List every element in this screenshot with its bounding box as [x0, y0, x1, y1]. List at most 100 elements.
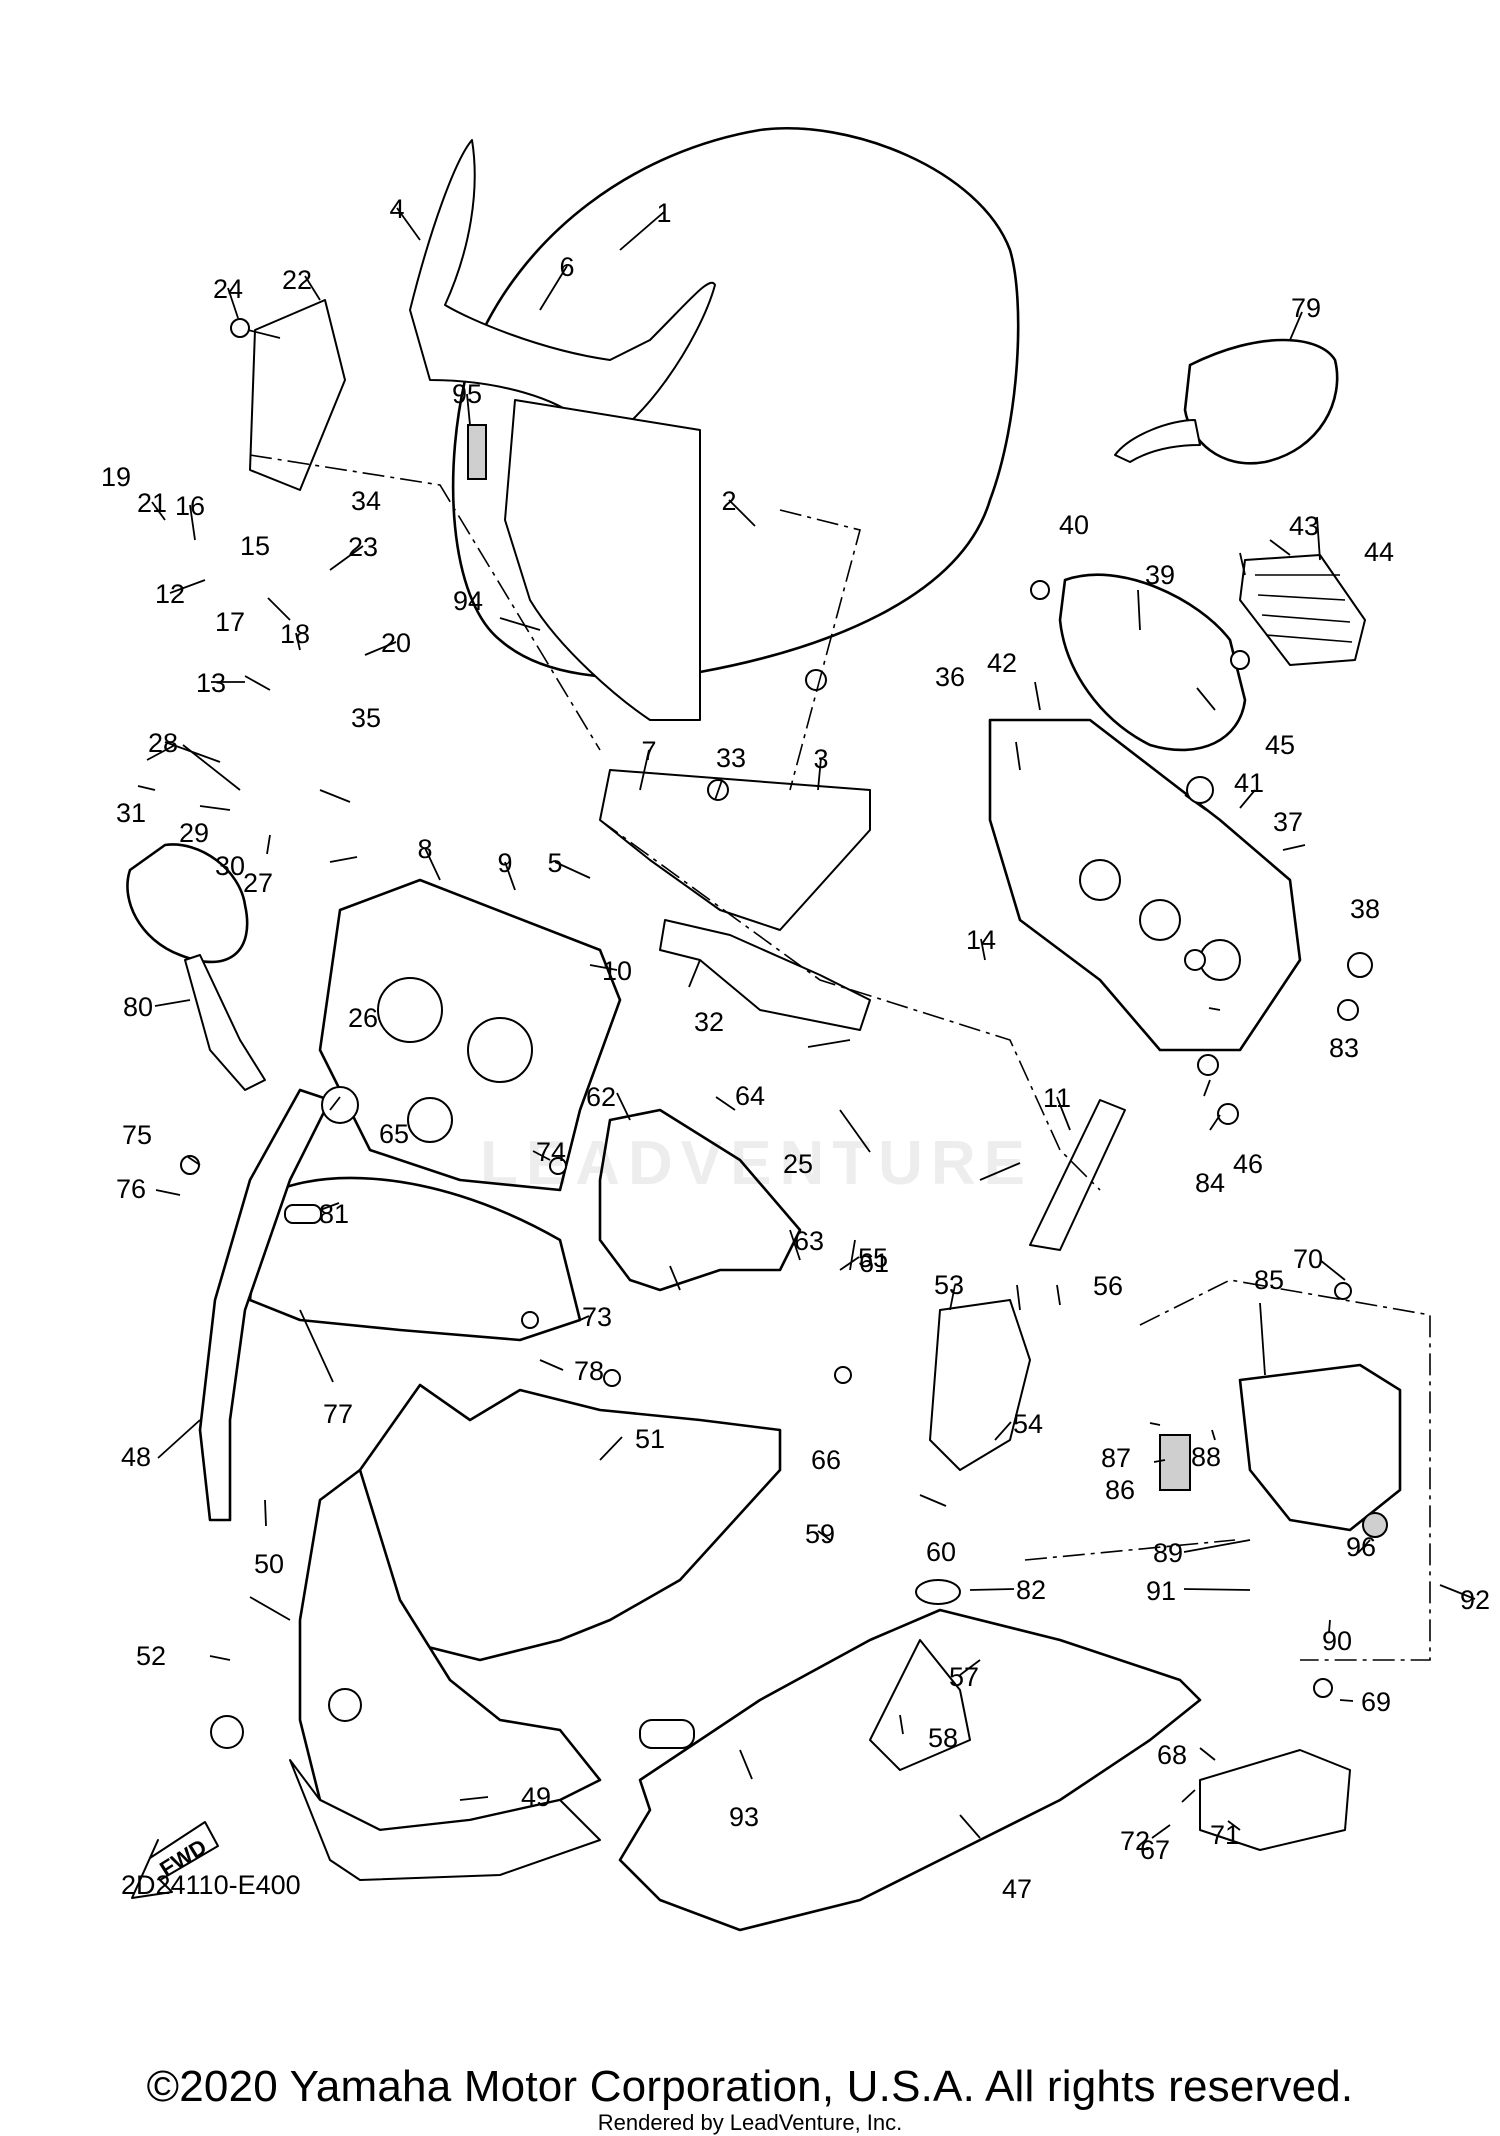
vent-43-part [1239, 554, 1366, 666]
right-mirror-part [1183, 338, 1339, 465]
side-panel-part [248, 1176, 582, 1342]
part-number-label: 34 [351, 486, 381, 516]
leader-lines [137, 207, 1476, 1839]
part-number-label: 7 [641, 736, 656, 766]
part-number-label: 64 [735, 1081, 765, 1111]
part-number-label: 27 [243, 868, 273, 898]
part-number-label: 65 [379, 1119, 409, 1149]
part-number-label: 62 [586, 1082, 616, 1112]
part-number-label: 57 [949, 1662, 979, 1692]
part-number-label: 10 [602, 956, 632, 986]
part-number-label: 63 [794, 1226, 824, 1256]
rail-part [1029, 1099, 1126, 1251]
part-number-label: 21 [137, 488, 167, 518]
intake-part [358, 1383, 782, 1662]
part-number-label: 73 [582, 1302, 612, 1332]
bracket-67-part [1199, 1749, 1351, 1851]
part-number-label: 44 [1364, 537, 1394, 567]
right-panel-part [929, 1299, 1031, 1471]
part-number-label: 78 [574, 1356, 604, 1386]
part-number-label: 75 [122, 1120, 152, 1150]
part-number-label: 13 [196, 668, 226, 698]
part-number-label: 85 [1254, 1265, 1284, 1295]
part-number-label: 39 [1145, 560, 1175, 590]
cover-39-part [1058, 573, 1247, 752]
part-number-label: 82 [1016, 1575, 1046, 1605]
part-number-label: 90 [1322, 1626, 1352, 1656]
part-number-label: 59 [805, 1519, 835, 1549]
part-number-label: 32 [694, 1007, 724, 1037]
rendered-by-credit: Rendered by LeadVenture, Inc. [597, 2110, 903, 2135]
part-number-label: 48 [121, 1442, 151, 1472]
copyright-notice: ©2020 Yamaha Motor Corporation, U.S.A. A… [146, 2062, 1354, 2111]
part-number-label: 45 [1265, 730, 1295, 760]
part-number-label: 81 [319, 1199, 349, 1229]
part-number-label: 23 [348, 532, 378, 562]
part-number-label: 30 [215, 851, 245, 881]
part-number-label: 49 [521, 1782, 551, 1812]
part-number-label: 9 [497, 848, 512, 878]
part-number-label: 60 [926, 1537, 956, 1567]
part-number-label: 84 [1195, 1168, 1225, 1198]
part-number-label: 76 [116, 1174, 146, 1204]
part-number-label: 4 [389, 194, 404, 224]
part-number-label: 37 [1273, 807, 1303, 837]
lower-cowl-part [618, 1608, 1202, 1932]
part-number-label: 31 [116, 798, 146, 828]
part-number-label: 43 [1289, 511, 1319, 541]
part-number-label: 2 [721, 486, 736, 516]
front-fairing-part [298, 1468, 602, 1832]
part-number-label: 67 [1140, 1835, 1170, 1865]
left-mirror-part [126, 843, 249, 964]
part-number-label: 28 [148, 728, 178, 758]
part-number-label: 50 [254, 1549, 284, 1579]
part-number-label: 25 [783, 1149, 813, 1179]
part-number-label: 18 [280, 619, 310, 649]
part-number-label: 3 [813, 744, 828, 774]
part-number-label: 12 [155, 579, 185, 609]
part-number-label: 56 [1093, 1271, 1123, 1301]
part-number-label: 35 [351, 703, 381, 733]
part-number-label: 5 [547, 848, 562, 878]
part-number-label: 26 [348, 1003, 378, 1033]
stay-32-part [659, 919, 871, 1031]
fwd-arrow-icon: FWD [131, 1821, 219, 1899]
part-number-label: 72 [1120, 1826, 1150, 1856]
part-number-label: 19 [101, 462, 131, 492]
part-number-label: 17 [215, 607, 245, 637]
part-number-label: 55 [858, 1243, 888, 1273]
part-number-label: 74 [536, 1137, 566, 1167]
part-number-label: 92 [1460, 1585, 1490, 1615]
part-number-label: 14 [966, 925, 996, 955]
part-number-label: 46 [1233, 1149, 1263, 1179]
part-number-label: 53 [934, 1270, 964, 1300]
part-number-label: 42 [987, 648, 1017, 678]
part-number-label: 86 [1105, 1475, 1135, 1505]
part-number-label: 11 [1043, 1083, 1071, 1113]
part-number-label: 29 [179, 818, 209, 848]
part-number-label: 71 [1210, 1820, 1240, 1850]
part-number-label: 33 [716, 743, 746, 773]
part-number-label: 96 [1346, 1532, 1376, 1562]
left-fairing-part [198, 1088, 332, 1522]
part-number-label: 6 [559, 252, 574, 282]
part-number-label: 87 [1101, 1443, 1131, 1473]
part-number-label: 36 [935, 662, 965, 692]
part-number-label: 51 [635, 1424, 665, 1454]
cowling-61-part [598, 1108, 802, 1292]
part-number-label: 24 [213, 274, 243, 304]
part-number-label: 54 [1013, 1409, 1043, 1439]
part-number-label: 58 [928, 1723, 958, 1753]
part-number-label: 15 [240, 531, 270, 561]
side-bracket-part [249, 299, 346, 491]
part-number-label: 38 [1350, 894, 1380, 924]
part-number-label: 95 [452, 379, 482, 409]
part-number-label: 83 [1329, 1033, 1359, 1063]
part-number-label: 70 [1293, 1244, 1323, 1274]
part-number-label: 22 [282, 265, 312, 295]
part-number-label: 61 [859, 1248, 889, 1278]
part-number-label: 77 [323, 1399, 353, 1429]
part-number-label: 47 [1002, 1874, 1032, 1904]
